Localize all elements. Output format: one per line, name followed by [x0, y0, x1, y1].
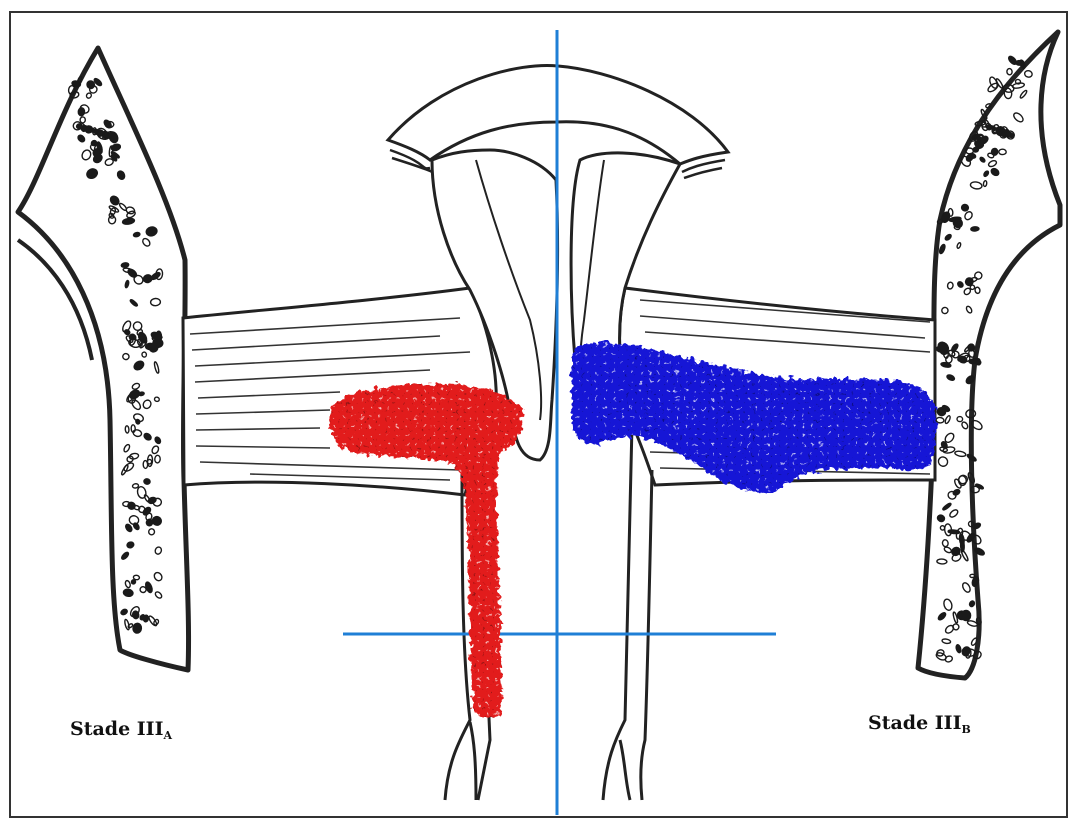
stage-label-left: Stade IIIA	[70, 718, 172, 740]
bone-pore	[121, 262, 129, 267]
bone-pore	[937, 407, 946, 416]
bone-pore	[971, 227, 979, 232]
bone-pore	[143, 615, 149, 622]
bone-pore	[962, 610, 971, 620]
bone-pore	[133, 623, 142, 634]
stage-label-right-sub: B	[961, 723, 970, 736]
bone-pore	[135, 419, 140, 425]
stage-label-right: Stade IIIB	[868, 712, 971, 734]
stage-label-left-sub: A	[163, 729, 172, 742]
bone-pore	[143, 478, 150, 484]
bone-pore	[78, 108, 85, 117]
stage-label-left-main: Stade III	[70, 718, 163, 740]
bone-pore	[153, 336, 162, 339]
stage-label-right-main: Stade III	[868, 712, 961, 734]
